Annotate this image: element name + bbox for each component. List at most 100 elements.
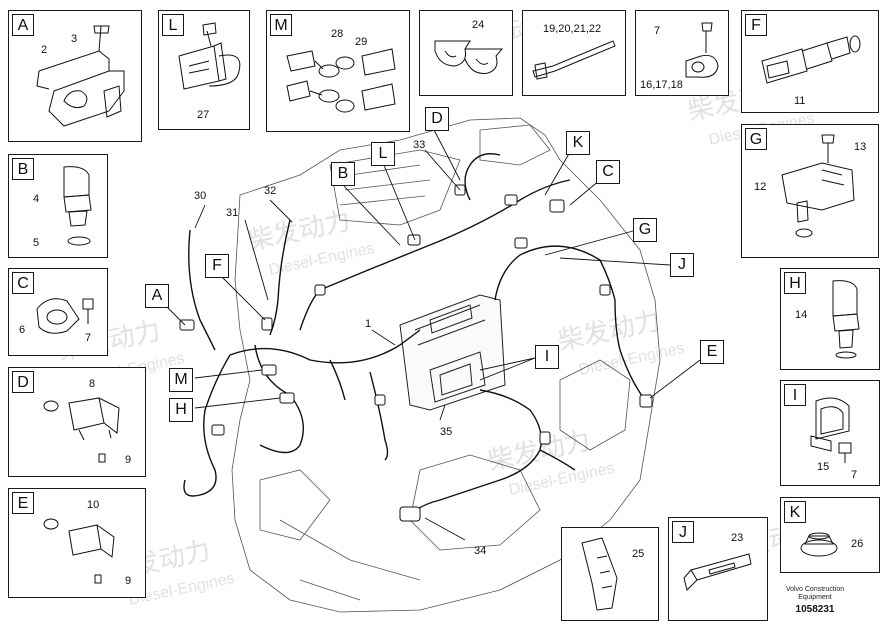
part-number: 7	[85, 332, 92, 344]
speed-sensor-drawing	[43, 397, 120, 463]
callout-l: L	[371, 142, 395, 166]
box-tag: L	[162, 14, 184, 36]
cable-tie-drawing	[532, 40, 616, 80]
part-number: 25	[632, 548, 645, 560]
box-tag: K	[784, 501, 806, 523]
part-number: 24	[472, 19, 485, 31]
part-number: 28	[331, 28, 344, 40]
bracket-drawing	[683, 553, 752, 591]
sensor-seal-drawing	[286, 48, 396, 113]
ecu-module	[399, 294, 506, 411]
brand-line: Equipment	[798, 594, 832, 601]
brand-line: Volvo Construction	[785, 586, 845, 593]
callout-h: H	[169, 398, 193, 422]
box-tag: B	[12, 158, 34, 180]
part-number: 3	[71, 33, 78, 45]
part-number: 14	[795, 309, 808, 321]
detail-box-cable-tie: 19,20,21,22	[522, 10, 626, 96]
engine-outline	[231, 117, 661, 613]
part-number: 32	[264, 185, 277, 197]
part-number: 1	[365, 318, 372, 330]
callout-a: A	[145, 284, 169, 308]
pressure-sensor-drawing	[832, 280, 860, 359]
part-number: 31	[226, 207, 239, 219]
part-number: 34	[474, 545, 487, 557]
detail-box-clamp: 24	[419, 10, 513, 96]
callout-m: M	[169, 368, 193, 392]
callout-e: E	[700, 340, 724, 364]
part-number: 7	[654, 25, 661, 37]
plate-drawing	[36, 298, 94, 334]
box-tag: H	[784, 272, 806, 294]
detail-box-c: C 6 7	[8, 268, 108, 356]
part-number: 9	[125, 454, 132, 466]
part-number: 23	[731, 532, 744, 544]
box-tag: G	[745, 128, 767, 150]
box-tag: F	[745, 14, 767, 36]
callout-f: F	[205, 254, 229, 278]
part-number: 19,20,21,22	[543, 23, 602, 35]
connector-drawing	[178, 22, 241, 90]
box-tag: E	[12, 492, 34, 514]
grommet-drawing	[810, 397, 852, 463]
detail-box-d: D 8 9	[8, 367, 146, 477]
part-number: 16,17,18	[640, 79, 683, 91]
part-number: 12	[754, 181, 767, 193]
brand-label: Volvo Construction Equipment	[760, 586, 870, 602]
speed-sensor-drawing	[43, 518, 115, 584]
part-number: 13	[854, 141, 867, 153]
box-tag: J	[672, 521, 694, 543]
part-number: 10	[87, 499, 100, 511]
pad-drawing	[581, 537, 618, 611]
part-number: 27	[197, 109, 210, 121]
detail-box-e: E 10 9	[8, 488, 146, 598]
part-number: 4	[33, 193, 40, 205]
detail-box-j: J 23	[668, 517, 768, 621]
detail-box-m: M 28 29	[266, 10, 410, 132]
detail-box-bracket: 7 16,17,18	[635, 10, 729, 96]
clamp-drawing	[434, 40, 504, 74]
detail-box-h: H 14	[780, 268, 880, 370]
box-tag: M	[270, 14, 292, 36]
detail-box-pad: 25	[561, 527, 659, 621]
part-number: 33	[413, 139, 426, 151]
box-tag: D	[12, 371, 34, 393]
box-tag: C	[12, 272, 34, 294]
part-number: 11	[794, 95, 806, 107]
part-number: 2	[41, 44, 48, 56]
callout-b: B	[331, 162, 355, 186]
part-number: 26	[851, 538, 864, 550]
temperature-sensor-drawing	[761, 35, 861, 84]
bracket-drawing	[685, 22, 719, 78]
detail-box-i: I 15 7	[780, 380, 880, 486]
detail-box-g: G 13 12	[741, 124, 879, 258]
part-number: 29	[355, 36, 368, 48]
document-number: 1058231	[795, 604, 835, 615]
detail-box-k: K 26	[780, 497, 880, 573]
detail-box-f: F 11	[741, 10, 879, 113]
detail-box-b: B 4 5	[8, 154, 108, 258]
pressure-sensor-drawing	[63, 166, 92, 246]
callout-c: C	[596, 160, 620, 184]
box-tag: A	[12, 14, 34, 36]
wiring-harness	[183, 153, 646, 516]
part-number: 8	[89, 378, 96, 390]
part-number: 30	[194, 190, 207, 202]
part-number: 6	[19, 324, 26, 336]
part-number: 9	[125, 575, 132, 587]
callout-i: I	[535, 345, 559, 369]
nut-drawing	[800, 532, 838, 557]
callout-k: K	[566, 131, 590, 155]
callout-d: D	[425, 107, 449, 131]
part-number: 7	[851, 469, 858, 481]
part-number: 5	[33, 237, 40, 249]
map-sensor-drawing	[781, 134, 855, 238]
detail-box-l: L 27	[158, 10, 250, 130]
part-number: 15	[817, 461, 830, 473]
box-tag: I	[784, 384, 806, 406]
bracket-sensor-drawing	[36, 25, 125, 127]
callout-j: J	[670, 253, 694, 277]
